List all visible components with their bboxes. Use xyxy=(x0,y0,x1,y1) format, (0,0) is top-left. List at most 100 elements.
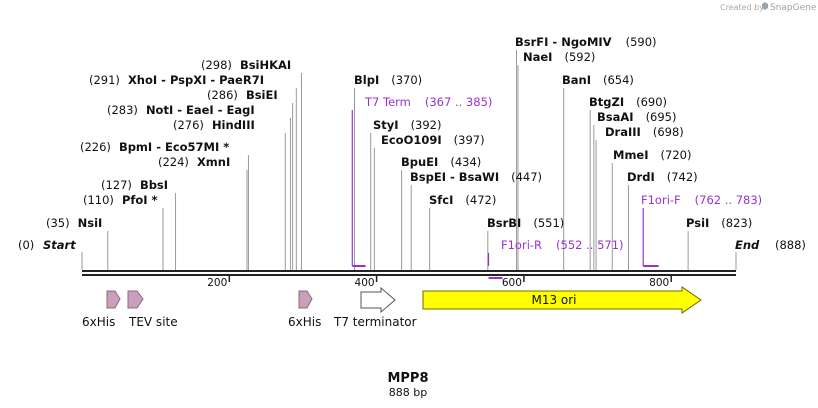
site-label-xmni[interactable]: (224)XmnI xyxy=(158,155,230,169)
site-label-bpuei[interactable]: BpuEI (434) xyxy=(401,155,481,169)
site-label-bbsi[interactable]: (127) BbsI xyxy=(101,178,168,192)
primer-name: T7 Term xyxy=(364,95,411,109)
ruler-tick-label: 800 xyxy=(649,277,669,289)
svg-text:BsaAI(695): BsaAI(695) xyxy=(597,110,677,124)
ruler-tick-label: 400 xyxy=(355,277,375,289)
map-length: 888 bp xyxy=(389,386,427,399)
svg-text:(283)NotI - EaeI - EagI: (283)NotI - EaeI - EagI xyxy=(107,103,255,117)
svg-text:(127)BbsI: (127) BbsI xyxy=(101,178,168,192)
svg-text:(276)HindIII: (276) HindIII xyxy=(173,118,255,132)
ruler-tick-label: 600 xyxy=(502,277,522,289)
primer-range: (552 .. 571) xyxy=(556,238,624,252)
site-name: BpuEI xyxy=(401,155,438,169)
feature-6xhis-1[interactable]: 6xHis xyxy=(82,290,121,329)
site-name: XmnI xyxy=(197,155,230,169)
site-name: XhoI - PspXI - PaeR7I xyxy=(128,73,264,87)
site-label-bsaai[interactable]: BsaAI(695) xyxy=(597,110,677,124)
site-name: PfoI * xyxy=(122,193,158,207)
site-name: StyI xyxy=(373,118,399,132)
ruler-ticks: 200 400 600 800 xyxy=(207,276,672,289)
svg-text:BtgZI(690): BtgZI (690) xyxy=(589,95,667,109)
svg-text:SfcI(472): SfcI(472) xyxy=(429,193,496,207)
site-label-xhoi[interactable]: (291) XhoI - PspXI - PaeR7I xyxy=(89,73,264,87)
site-name: NsiI xyxy=(78,216,103,230)
svg-text:EcoO109I(397): EcoO109I (397) xyxy=(381,133,485,147)
site-name: BsrFI - NgoMIV xyxy=(515,35,612,49)
feature-t7-terminator[interactable]: T7 terminator xyxy=(333,286,417,329)
primer-label-f1ori-r[interactable]: F1ori-R (552 .. 571) xyxy=(501,238,624,252)
svg-text:DraIII(698): DraIII(698) xyxy=(605,125,684,139)
feature-label: T7 terminator xyxy=(333,315,417,329)
site-position: (127) xyxy=(101,178,132,192)
site-name: EcoO109I xyxy=(381,133,442,147)
primer-label-t7-term[interactable]: T7 Term (367 .. 385) xyxy=(364,95,492,109)
site-label-bsihkai[interactable]: (298)BsiHKAI xyxy=(201,58,291,72)
feature-m13-ori[interactable]: M13 ori xyxy=(422,286,702,314)
site-label-psii[interactable]: PsiI(823) xyxy=(686,216,752,230)
site-label-btgzi[interactable]: BtgZI (690) xyxy=(589,95,667,109)
site-label-mmei[interactable]: MmeI(720) xyxy=(613,148,691,162)
start-position: (0) xyxy=(18,238,34,252)
primer-range: (762 .. 783) xyxy=(695,193,763,207)
site-label-ecoo109i[interactable]: EcoO109I (397) xyxy=(381,133,485,147)
svg-text:(224)XmnI: (224)XmnI xyxy=(158,155,230,169)
feature-tev-site[interactable]: TEV site xyxy=(127,290,178,329)
end-label: End xyxy=(735,238,760,252)
site-position: (551) xyxy=(533,216,564,230)
site-label-drdi[interactable]: DrdI(742) xyxy=(627,170,698,184)
primer-name: F1ori-R xyxy=(501,238,542,252)
svg-text:DrdI(742): DrdI(742) xyxy=(627,170,698,184)
site-name: BbsI xyxy=(140,178,168,192)
site-position: (283) xyxy=(107,103,138,117)
site-label-bsrfi[interactable]: BsrFI - NgoMIV(590) xyxy=(515,35,657,49)
svg-text:MmeI(720): MmeI(720) xyxy=(613,148,691,162)
site-label-hindiii[interactable]: (276) HindIII xyxy=(173,118,255,132)
site-name: BanI xyxy=(562,73,591,87)
site-label-blpi[interactable]: BlpI(370) xyxy=(354,73,422,87)
primer-label-f1ori-f[interactable]: F1ori-F(762 .. 783) xyxy=(641,193,762,207)
site-label-sfci[interactable]: SfcI(472) xyxy=(429,193,496,207)
credit-brand: SnapGene xyxy=(770,3,817,13)
site-name: BlpI xyxy=(354,73,379,87)
site-label-pfoi[interactable]: (110)PfoI * xyxy=(83,193,158,207)
site-label-draiii[interactable]: DraIII(698) xyxy=(605,125,684,139)
site-label-bpmi[interactable]: (226)BpmI - Eco57MI * xyxy=(80,140,229,154)
site-name: HindIII xyxy=(212,118,255,132)
svg-text:F1ori-R(552 .. 571): F1ori-R (552 .. 571) xyxy=(501,238,624,252)
site-label-noti[interactable]: (283)NotI - EaeI - EagI xyxy=(107,103,255,117)
site-label-naei[interactable]: NaeI (592) xyxy=(523,50,595,64)
site-label-bsiei[interactable]: (286)BsiEI xyxy=(207,88,278,102)
cut-site-lines xyxy=(107,50,689,270)
ruler-tick-label: 200 xyxy=(207,277,227,289)
site-name: NaeI xyxy=(523,50,552,64)
site-position: (434) xyxy=(450,155,481,169)
svg-text:BsrBI(551): BsrBI(551) xyxy=(487,216,564,230)
site-position: (654) xyxy=(603,73,634,87)
primer-range: (367 .. 385) xyxy=(425,95,493,109)
site-position: (397) xyxy=(454,133,485,147)
site-position: (286) xyxy=(207,88,238,102)
site-name: BtgZI xyxy=(589,95,624,109)
site-label-bspei[interactable]: BspEI - BsaWI(447) xyxy=(410,170,542,184)
site-name: BpmI - Eco57MI * xyxy=(119,140,229,154)
end-marker: End (888) xyxy=(735,238,806,270)
site-position: (447) xyxy=(511,170,542,184)
site-position: (298) xyxy=(201,58,232,72)
site-label-styi[interactable]: StyI(392) xyxy=(373,118,442,132)
site-position: (291) xyxy=(89,73,120,87)
site-position: (742) xyxy=(667,170,698,184)
site-label-nsii[interactable]: (35)NsiI xyxy=(46,216,102,230)
site-name: DraIII xyxy=(605,125,641,139)
svg-text:NaeI(592): NaeI (592) xyxy=(523,50,595,64)
site-position: (592) xyxy=(564,50,595,64)
svg-text:BsrFI - NgoMIV(590): BsrFI - NgoMIV(590) xyxy=(515,35,657,49)
site-position: (690) xyxy=(636,95,667,109)
site-label-bani[interactable]: BanI (654) xyxy=(562,73,634,87)
site-name: BsaAI xyxy=(597,110,634,124)
site-position: (276) xyxy=(173,118,204,132)
site-label-bsrbi[interactable]: BsrBI(551) xyxy=(487,216,564,230)
feature-6xhis-2[interactable]: 6xHis xyxy=(288,290,321,329)
site-name: PsiI xyxy=(686,216,709,230)
svg-text:StyI(392): StyI(392) xyxy=(373,118,442,132)
